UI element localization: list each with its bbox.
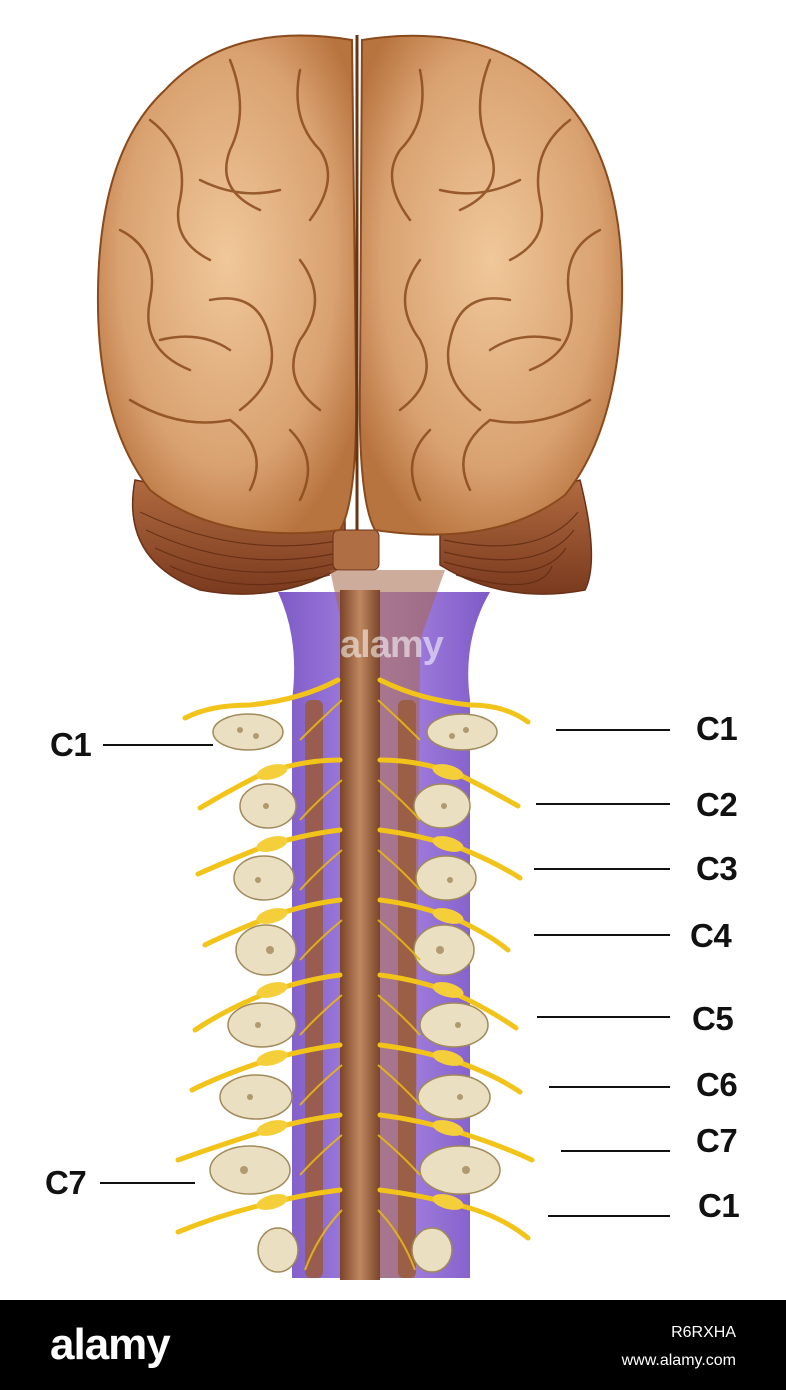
leader-left-c7: [100, 1182, 195, 1184]
label-right-c3: C3: [696, 850, 738, 887]
leader-right-c6: [549, 1086, 670, 1088]
label-right-c1-lower: C1: [698, 1187, 740, 1224]
cerebrum: [96, 34, 624, 536]
label-right-c2: C2: [696, 786, 738, 823]
label-left-c7: C7: [45, 1164, 87, 1201]
bone-pores: [237, 727, 470, 1174]
leader-left-c1: [103, 744, 213, 746]
site-url: www.alamy.com: [621, 1352, 736, 1369]
label-right-c1: C1: [696, 710, 738, 747]
leader-right-c1: [556, 729, 670, 731]
footer-bar: alamy R6RXHA www.alamy.com: [0, 1300, 786, 1390]
vertebrae: [209, 713, 501, 1273]
leader-right-c7: [561, 1150, 670, 1152]
label-right-c7: C7: [696, 1122, 738, 1159]
anatomy-illustration: alamy C1 C7 C1 C2 C3 C4 C5 C6 C7 C1: [45, 34, 740, 1280]
label-right-c4: C4: [690, 917, 732, 954]
alamy-logo: alamy: [50, 1320, 171, 1369]
leader-right-c1-lower: [548, 1215, 670, 1217]
label-right-c6: C6: [696, 1066, 738, 1103]
watermark: alamy: [340, 624, 444, 666]
nerve-rootlets: [299, 699, 421, 1271]
label-left-c1: C1: [50, 726, 92, 763]
leader-right-c2: [536, 803, 670, 805]
label-right-c5: C5: [692, 1000, 734, 1037]
nerve-ganglia: [256, 764, 464, 1210]
leader-right-c4: [534, 934, 670, 936]
image-code: R6RXHA: [671, 1324, 736, 1341]
brain-spine-drawing: [96, 34, 624, 1280]
leader-right-c5: [537, 1016, 670, 1018]
leader-right-c3: [534, 868, 670, 870]
